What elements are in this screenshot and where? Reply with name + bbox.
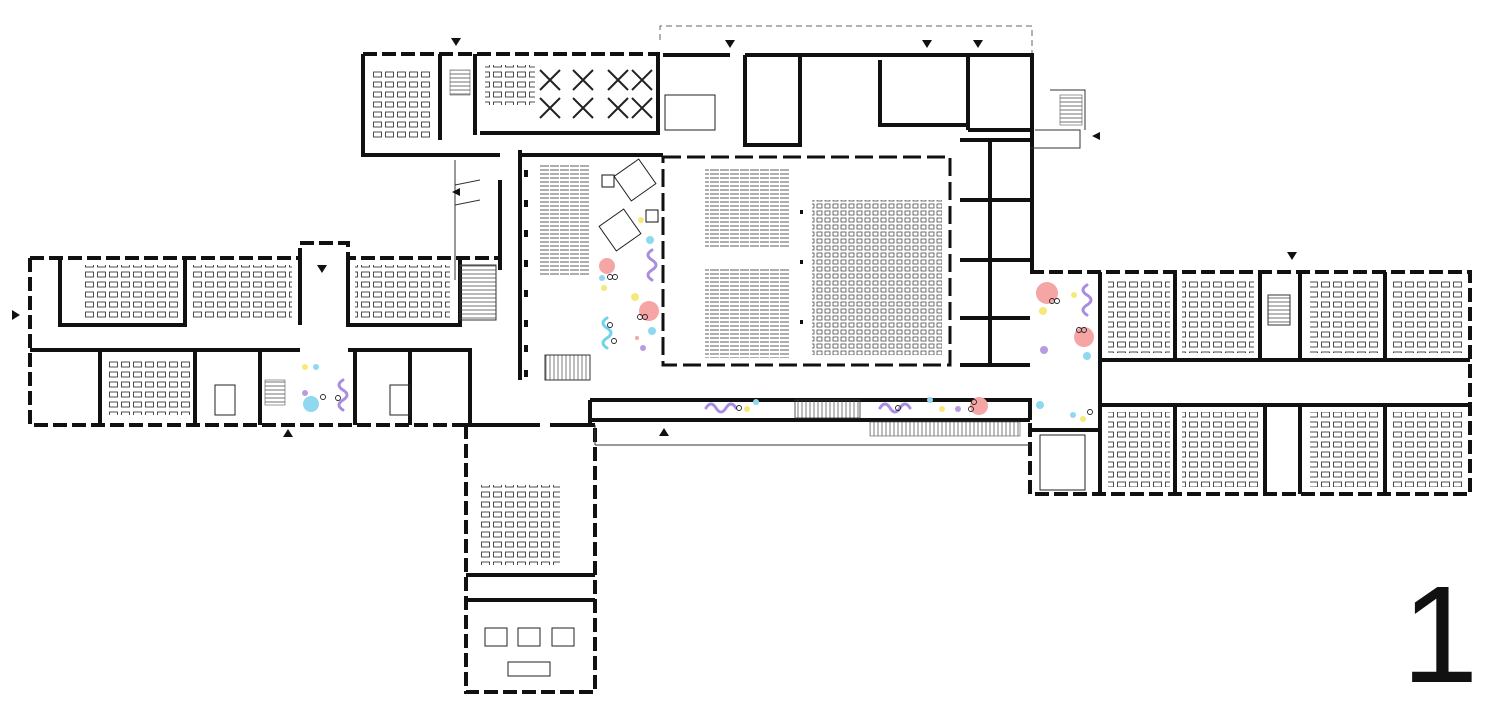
activity-markers <box>302 217 1094 422</box>
stairs <box>264 69 1291 437</box>
auditorium-seating <box>540 165 942 358</box>
columns <box>524 170 803 377</box>
outline-walls <box>28 52 1472 694</box>
toilet-blocks <box>214 94 1086 491</box>
entrance-arrow-icon <box>12 38 1297 437</box>
floor-number: 1 <box>1401 558 1479 712</box>
squiggle-icon <box>337 248 1093 414</box>
people-icon <box>320 274 1093 415</box>
workshop-tables <box>484 158 657 677</box>
thin-walls <box>454 89 1086 446</box>
lab-benches <box>539 69 653 119</box>
roof-outline <box>659 25 1033 55</box>
solid-walls <box>30 53 1470 602</box>
desk-fields <box>85 65 1464 565</box>
